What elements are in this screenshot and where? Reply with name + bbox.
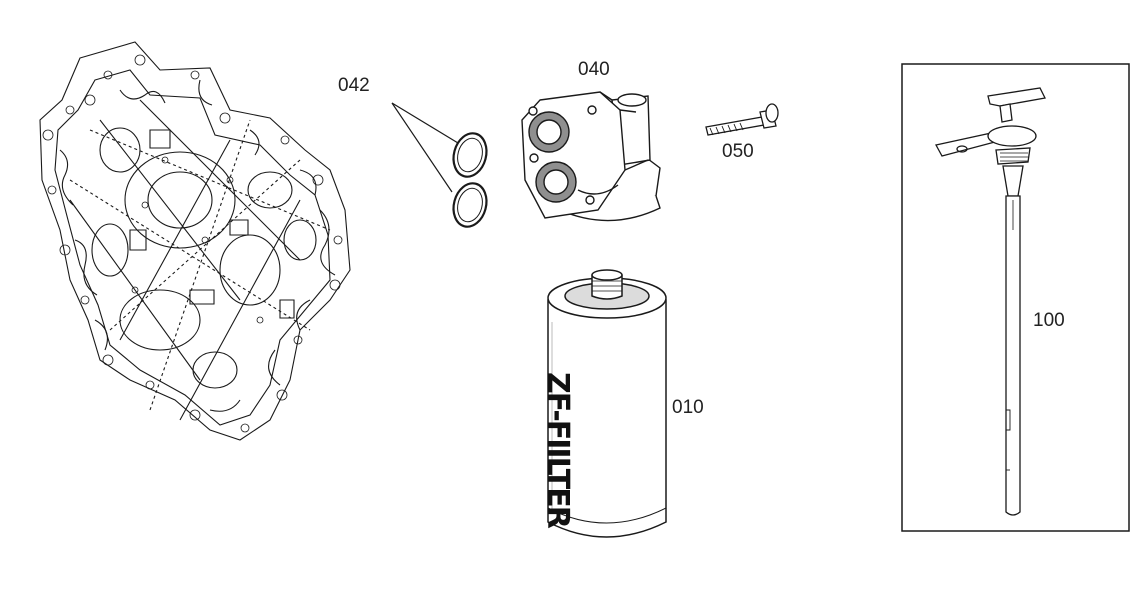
part-number-010: 010	[672, 397, 704, 418]
part-number-100: 100	[1033, 310, 1065, 331]
o-ring-pair	[452, 132, 488, 228]
transmission-housing	[39, 41, 351, 441]
leader-lines-042	[391, 102, 459, 193]
part-number-040: 040	[578, 59, 610, 80]
dipstick-frame	[901, 63, 1130, 532]
bolt	[705, 103, 779, 136]
dipstick	[935, 87, 1046, 516]
filter-head	[521, 91, 661, 222]
oil-filter	[547, 269, 667, 538]
filter-brand-print: ZF-FIILTER	[540, 372, 575, 527]
part-number-042: 042	[338, 75, 370, 96]
part-number-050: 050	[722, 141, 754, 162]
